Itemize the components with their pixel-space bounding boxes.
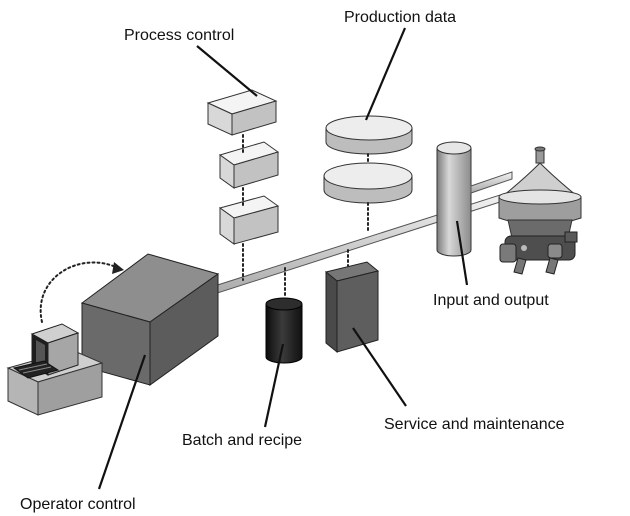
data-disc-2 [323, 162, 413, 204]
operator-workstation [6, 323, 104, 416]
centrifuge-machine [498, 146, 582, 275]
label-input-output: Input and output [433, 292, 549, 309]
operator-control-box [80, 253, 220, 386]
label-service-maintenance: Service and maintenance [384, 416, 565, 433]
process-control-modules [206, 89, 280, 281]
label-batch-recipe: Batch and recipe [182, 432, 302, 449]
process-module-3 [218, 195, 280, 245]
leader-operator-control [97, 354, 147, 490]
operator-link-arrow [39, 261, 124, 323]
label-production-data: Production data [344, 9, 456, 26]
process-module-2 [218, 141, 280, 189]
label-operator-control: Operator control [20, 496, 136, 513]
production-data-discs [323, 115, 413, 233]
keyboard-icon [12, 360, 60, 379]
label-process-control: Process control [124, 27, 234, 44]
leader-production-data [364, 27, 407, 121]
leader-service-maintenance [352, 327, 407, 407]
leader-input-output [455, 220, 469, 286]
service-maintenance-box [324, 249, 380, 354]
process-module-1 [206, 89, 278, 136]
input-output-cylinder [436, 141, 472, 257]
leader-process-control [196, 45, 258, 97]
data-disc-1 [325, 115, 413, 155]
batch-recipe-cylinder [265, 267, 303, 364]
leader-batch-recipe [263, 343, 285, 428]
